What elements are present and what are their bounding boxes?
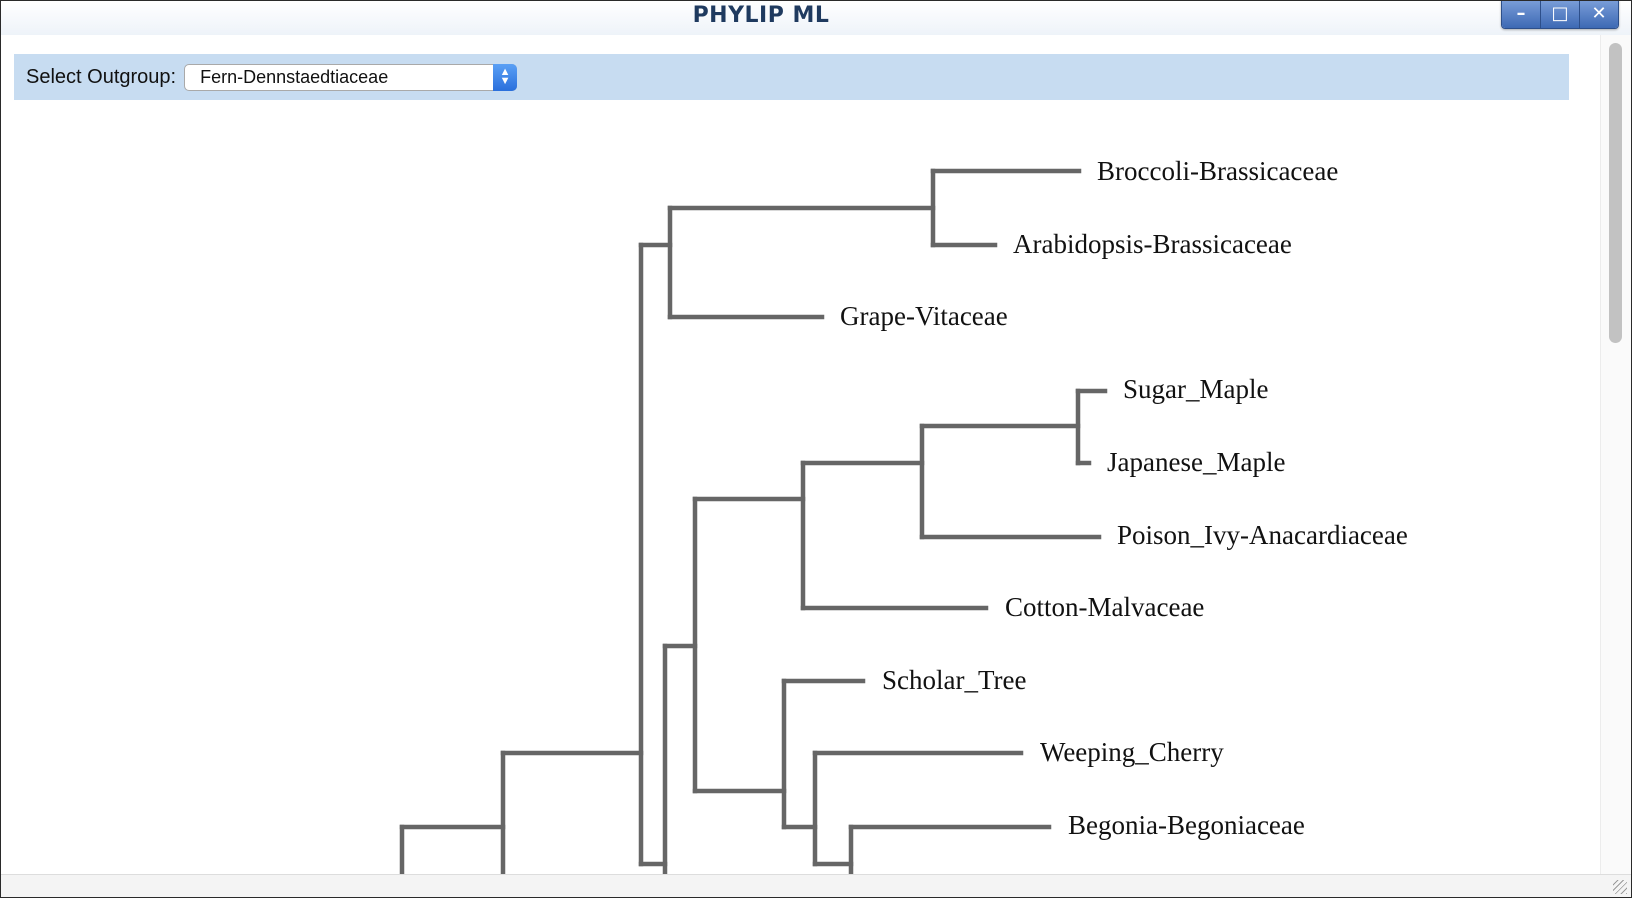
scrollbar-thumb[interactable] [1609, 43, 1622, 343]
outgroup-label: Select Outgroup: [26, 65, 177, 88]
taxon-label: Grape-Vitaceae [840, 301, 1008, 331]
maximize-button[interactable]: □ [1541, 1, 1580, 28]
taxon-label: Scholar_Tree [882, 665, 1026, 695]
vertical-scrollbar[interactable] [1600, 35, 1631, 874]
title-bar[interactable]: PHYLIP ML – □ ✕ [1, 1, 1631, 35]
tree-branches [399, 168, 1108, 874]
taxon-label: Broccoli-Brassicaceae [1097, 156, 1338, 186]
window-controls: – □ ✕ [1501, 1, 1619, 29]
taxon-label: Sugar_Maple [1123, 374, 1268, 404]
tree-labels: Broccoli-Brassicaceae Arabidopsis-Brassi… [840, 156, 1408, 840]
taxon-label: Japanese_Maple [1107, 447, 1285, 477]
outgroup-toolbar: Select Outgroup: Fern-Dennstaedtiaceae ▲… [14, 54, 1569, 100]
resize-grip-icon[interactable] [1613, 880, 1627, 894]
close-button[interactable]: ✕ [1580, 1, 1618, 28]
phylogenetic-tree: Broccoli-Brassicaceae Arabidopsis-Brassi… [399, 156, 1408, 874]
taxon-label: Arabidopsis-Brassicaceae [1013, 229, 1292, 259]
taxon-label: Begonia-Begoniaceae [1068, 810, 1305, 840]
chevron-up-down-icon[interactable]: ▲▼ [493, 63, 518, 91]
window-title: PHYLIP ML [692, 3, 830, 28]
taxon-label: Poison_Ivy-Anacardiaceae [1117, 520, 1408, 550]
taxon-label: Cotton-Malvaceae [1005, 592, 1204, 622]
outgroup-select[interactable]: Fern-Dennstaedtiaceae ▲▼ [184, 63, 518, 91]
minimize-button[interactable]: – [1502, 1, 1541, 28]
window-bottom-edge [1, 874, 1631, 897]
outgroup-selected-value: Fern-Dennstaedtiaceae [200, 66, 389, 87]
taxon-label: Weeping_Cherry [1040, 737, 1224, 767]
